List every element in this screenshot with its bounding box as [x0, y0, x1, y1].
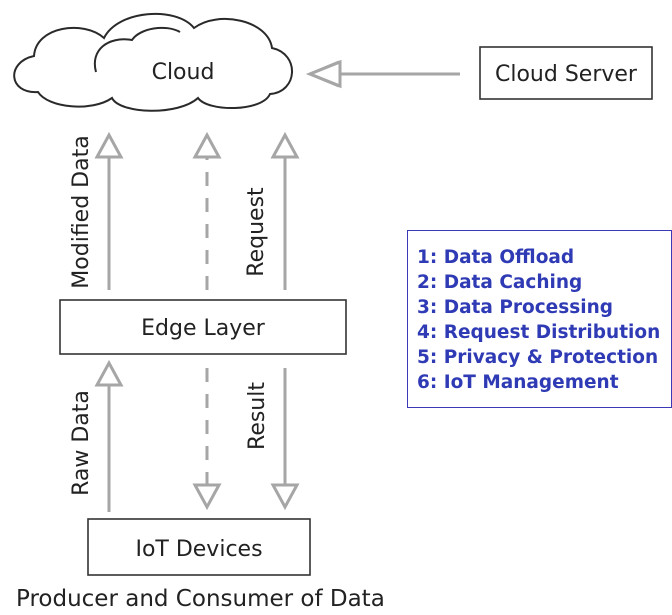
edge-layer-label: Edge Layer [141, 316, 266, 341]
cloud-shape [13, 12, 293, 112]
iot-devices-box [87, 518, 311, 576]
modified-data-arrow [94, 131, 124, 290]
raw-data-label: Raw Data [69, 390, 94, 496]
caption: Producer and Consumer of Data [16, 586, 385, 612]
cloud-server-box [479, 46, 653, 100]
legend-item-data-offload: 1: Data Offload [417, 247, 575, 268]
legend-box: 1: Data Offload 2: Data Caching 3: Data … [407, 230, 672, 408]
dashed-down-arrow [192, 368, 222, 511]
cloud-server-label: Cloud Server [495, 62, 638, 87]
request-label: Request [244, 187, 269, 277]
iot-devices-label: IoT Devices [135, 537, 262, 562]
legend-item-data-processing: 3: Data Processing [417, 297, 614, 318]
edge-layer-box [59, 299, 347, 355]
dashed-up-arrow [192, 131, 222, 290]
legend-item-request-distribution: 4: Request Distribution [417, 322, 661, 343]
raw-data-arrow [94, 359, 124, 512]
cloud-label: Cloud [152, 60, 215, 85]
legend-item-iot-management: 6: IoT Management [417, 372, 619, 393]
modified-data-label: Modified Data [69, 135, 94, 288]
request-arrow [270, 131, 300, 290]
legend-item-data-caching: 2: Data Caching [417, 272, 583, 293]
result-arrow [270, 368, 300, 511]
legend-item-privacy-protection: 5: Privacy & Protection [417, 347, 659, 368]
result-label: Result [245, 382, 270, 450]
server-to-cloud-arrow [305, 59, 460, 89]
